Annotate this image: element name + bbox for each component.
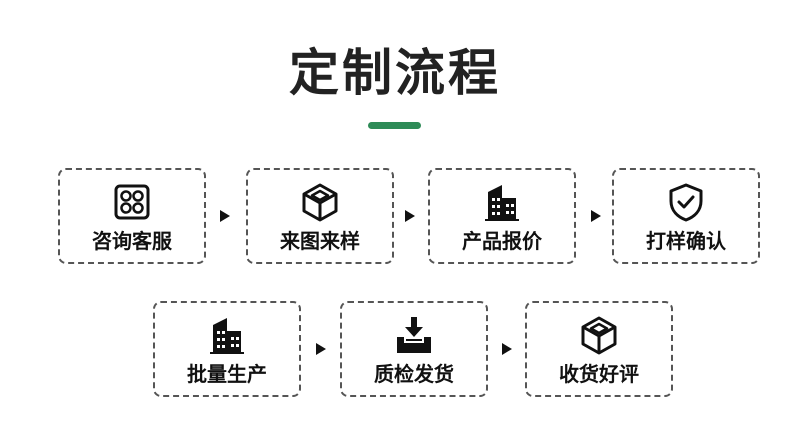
arrow-right-icon	[502, 343, 512, 355]
step-label: 打样确认	[646, 229, 726, 253]
step-consult-service: 咨询客服	[58, 168, 206, 264]
step-label: 批量生产	[187, 362, 267, 386]
building-icon	[207, 315, 247, 355]
title-underline	[368, 122, 421, 129]
step-proof-confirm: 打样确认	[612, 168, 760, 264]
step-mass-production: 批量生产	[153, 301, 301, 397]
cube-icon	[300, 182, 340, 222]
step-label: 质检发货	[374, 362, 454, 386]
step-receive-review: 收货好评	[525, 301, 673, 397]
arrow-right-icon	[591, 210, 601, 222]
step-label: 来图来样	[280, 229, 360, 253]
download-tray-icon	[394, 315, 434, 355]
step-label: 咨询客服	[92, 229, 172, 253]
arrow-right-icon	[405, 210, 415, 222]
grid-dots-icon	[112, 182, 152, 222]
building-icon	[482, 182, 522, 222]
shield-check-icon	[666, 182, 706, 222]
page-title: 定制流程	[289, 44, 501, 102]
arrow-right-icon	[220, 210, 230, 222]
step-product-quote: 产品报价	[428, 168, 576, 264]
step-label: 产品报价	[462, 229, 542, 253]
step-send-sample: 来图来样	[246, 168, 394, 264]
step-inspect-ship: 质检发货	[340, 301, 488, 397]
arrow-right-icon	[316, 343, 326, 355]
cube-icon	[579, 315, 619, 355]
step-label: 收货好评	[559, 362, 639, 386]
